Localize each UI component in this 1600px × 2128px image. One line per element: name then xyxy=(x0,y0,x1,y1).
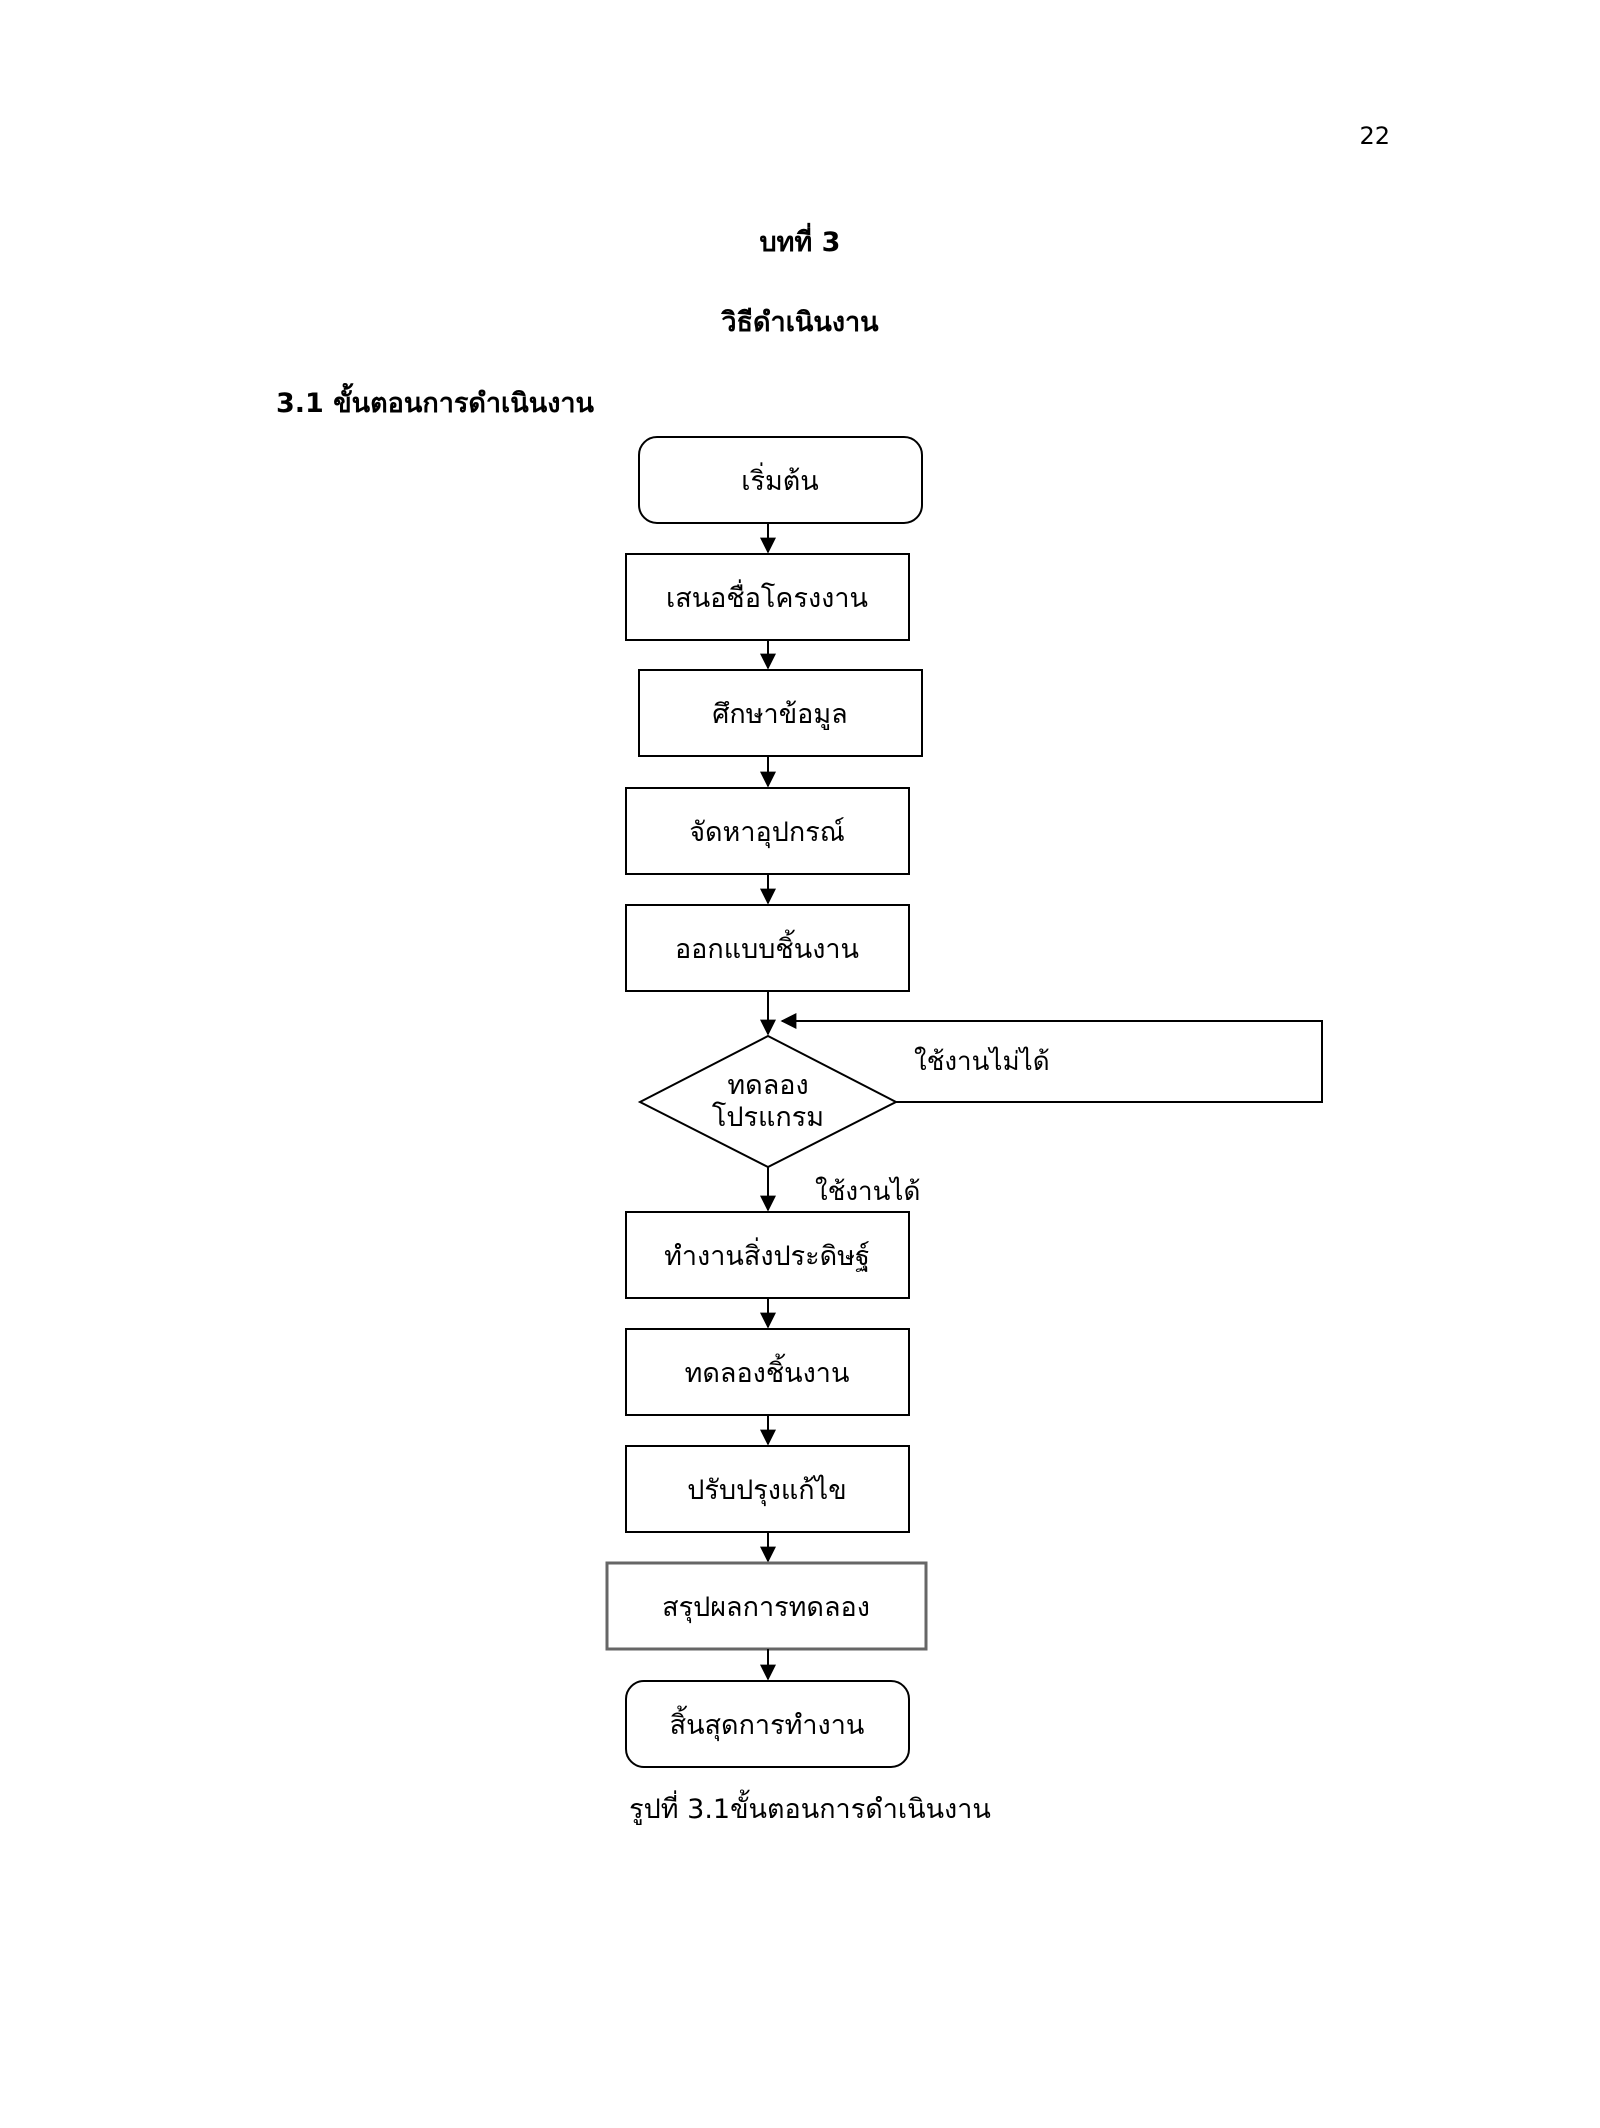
step-summarize-results xyxy=(605,1561,928,1651)
page-number: 22 xyxy=(1359,122,1390,150)
chapter-title: วิธีดำเนินงาน xyxy=(721,307,879,338)
step-label: เสนอชื่อโครงงาน xyxy=(666,579,868,614)
step-improve-fix xyxy=(625,1445,910,1533)
step-acquire-equipment xyxy=(625,787,910,875)
step-test-workpiece xyxy=(625,1328,910,1416)
start-terminal xyxy=(638,436,923,524)
end-label: สิ้นสุดการทำงาน xyxy=(670,1705,865,1742)
step-label: จัดหาอุปกรณ์ xyxy=(689,816,845,849)
step-label: ออกแบบชิ้นงาน xyxy=(675,929,859,965)
end-terminal xyxy=(625,1680,910,1768)
decision-label-line2: โปรแกรม xyxy=(712,1102,824,1133)
step-label: ปรับปรุงแก้ไข xyxy=(687,1475,846,1507)
step-propose-project xyxy=(625,553,910,641)
pass-label: ใช้งานได้ xyxy=(815,1176,920,1207)
figure-caption: รูปที่ 3.1ขั้นตอนการดำเนินงาน xyxy=(629,1794,991,1825)
decision-label-line1: ทดลอง xyxy=(727,1070,808,1101)
step-label: ทำงานสิ่งประดิษฐ์ xyxy=(664,1237,870,1272)
step-study-information xyxy=(638,669,923,757)
step-label: สรุปผลการทดลอง xyxy=(662,1592,870,1624)
chapter-number: บทที่ 3 xyxy=(759,227,841,258)
start-label: เริ่มต้น xyxy=(741,462,819,497)
fail-label: ใช้งานไม่ได้ xyxy=(914,1046,1050,1077)
loop-back-connector xyxy=(780,1013,1323,1103)
section-heading: 3.1 ขั้นตอนการดำเนินงาน xyxy=(276,388,595,419)
step-label: ศึกษาข้อมูล xyxy=(712,699,847,730)
step-design-workpiece xyxy=(625,904,910,992)
step-label: ทดลองชิ้นงาน xyxy=(685,1353,850,1389)
